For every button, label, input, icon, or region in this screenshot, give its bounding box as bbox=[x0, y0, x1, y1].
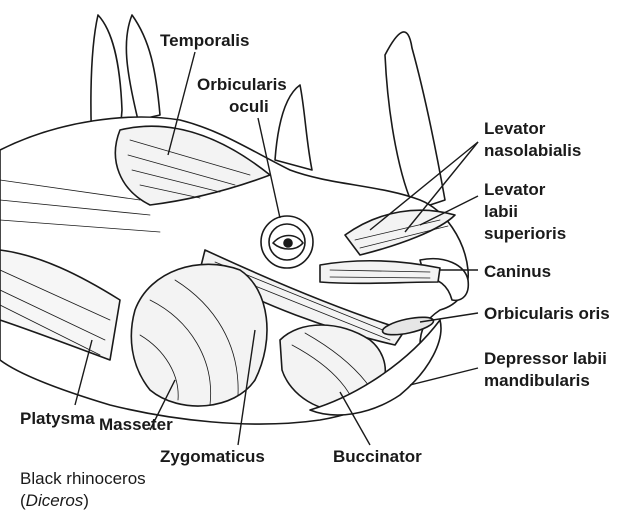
label-buccinator: Buccinator bbox=[333, 446, 422, 467]
front-horn bbox=[385, 32, 445, 210]
figure-caption: Black rhinoceros (Diceros) bbox=[20, 468, 146, 512]
caption-line1: Black rhinoceros bbox=[20, 468, 146, 490]
label-caninus: Caninus bbox=[484, 261, 551, 282]
label-levator-labii-line2: labii bbox=[484, 201, 518, 222]
label-zygomaticus: Zygomaticus bbox=[160, 446, 265, 467]
label-temporalis: Temporalis bbox=[160, 30, 249, 51]
label-depressor-line2: mandibularis bbox=[484, 370, 590, 391]
label-orbicularis-oris: Orbicularis oris bbox=[484, 303, 610, 324]
label-levator-nasolabialis-line1: Levator bbox=[484, 118, 545, 139]
label-masseter: Masseter bbox=[99, 414, 173, 435]
label-orbicularis-oculi-line1: Orbicularis bbox=[197, 74, 287, 95]
label-platysma: Platysma bbox=[20, 408, 95, 429]
right-ear bbox=[126, 15, 160, 120]
label-levator-labii-line3: superioris bbox=[484, 223, 566, 244]
label-depressor-line1: Depressor labii bbox=[484, 348, 607, 369]
caption-close-paren: ) bbox=[83, 491, 89, 510]
rear-horn bbox=[275, 85, 312, 170]
caption-line2: (Diceros) bbox=[20, 490, 146, 512]
caption-genus: Diceros bbox=[26, 491, 84, 510]
label-levator-nasolabialis-line2: nasolabialis bbox=[484, 140, 581, 161]
label-levator-labii-line1: Levator bbox=[484, 179, 545, 200]
label-orbicularis-oculi-line2: oculi bbox=[229, 96, 269, 117]
